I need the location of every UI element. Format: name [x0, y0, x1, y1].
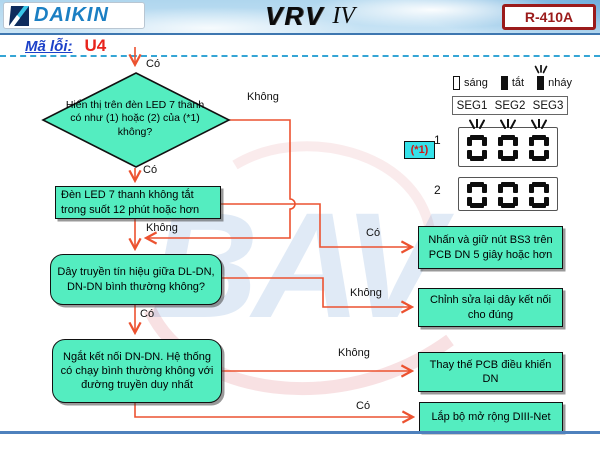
seven-segment-display-2	[458, 177, 558, 211]
process1-box: Đèn LED 7 thanh không tắt trong suốt 12 …	[55, 186, 221, 219]
seven-segment-digit	[498, 182, 518, 208]
edge-label-decision1-yes: Có	[143, 164, 158, 176]
action-bs3-box: Nhấn và giữ nút BS3 trên PCB DN 5 giây h…	[418, 226, 563, 269]
seven-segment-digit	[467, 135, 487, 161]
product-name: VRV	[264, 0, 325, 31]
blink-rays-icon	[534, 65, 548, 74]
segment-off-icon	[500, 76, 508, 90]
legend-label: nháy	[548, 77, 572, 89]
segment-header-box: SEG1 SEG2 SEG3	[452, 96, 568, 115]
edge-label-decision2-yes: Có	[140, 308, 155, 320]
legend-item-lit: sáng	[453, 76, 488, 90]
action-diii-net-box: Lắp bộ mở rộng DIII-Net	[419, 402, 563, 432]
bottom-divider	[0, 431, 600, 434]
edge-label-decision2-no: Không	[350, 287, 382, 299]
seven-segment-digit	[498, 135, 518, 161]
legend-label: tắt	[511, 77, 525, 89]
segment-blink-icon	[537, 76, 545, 90]
error-code-row: Mã lỗi: U4	[25, 36, 106, 56]
edge-label-decision1-no: Không	[247, 91, 279, 103]
edge-label-process1-yes: Có	[366, 227, 381, 239]
seven-segment-digit	[467, 182, 487, 208]
product-generation: IV	[332, 2, 356, 29]
seg2-label: SEG2	[494, 99, 526, 112]
edge-decision3-yes	[134, 403, 416, 424]
daikin-logo: DAIKIN	[3, 2, 145, 29]
seven-segment-digit	[529, 135, 549, 161]
action-replace-pcb-box: Thay thế PCB điều khiển DN	[418, 352, 563, 392]
dashed-divider	[0, 55, 600, 57]
error-code-value: U4	[84, 36, 107, 55]
decision1-diamond	[41, 72, 231, 168]
edge-process1-yes	[221, 203, 415, 254]
display2-label: 2	[434, 183, 441, 197]
edge-label-start-yes: Có	[146, 58, 161, 70]
legend: sáng tắt nháy	[453, 65, 572, 90]
decision3-box: Ngắt kết nối DN-DN. Hệ thống có chạy bìn…	[52, 339, 222, 403]
edge-label-decision3-no: Không	[338, 347, 370, 359]
product-logo: VRV IV	[225, 1, 395, 31]
seg1-label: SEG1	[456, 99, 488, 112]
seven-segment-display-1	[458, 127, 558, 167]
display1-label: 1	[434, 133, 441, 147]
edge-label-process1-no: Không	[146, 222, 178, 234]
decision1-text: Hiển thị trên đèn LED 7 thanh có như (1)…	[65, 98, 205, 138]
note-ref-badge: (*1)	[404, 141, 435, 159]
decision2-box: Dây truyền tín hiệu giữa DL-DN, DN-DN bì…	[50, 254, 222, 305]
legend-item-off: tắt	[500, 76, 525, 90]
legend-item-blink: nháy	[534, 65, 572, 90]
error-code-label: Mã lỗi:	[25, 38, 73, 55]
legend-label: sáng	[464, 77, 488, 89]
daikin-logo-mark-icon	[9, 5, 29, 26]
edge-label-decision3-yes: Có	[356, 400, 371, 412]
seven-segment-digit	[529, 182, 549, 208]
segment-lit-icon	[453, 76, 460, 90]
seg3-label: SEG3	[532, 99, 564, 112]
refrigerant-badge: R-410A	[502, 4, 596, 30]
brand-name: DAIKIN	[34, 4, 109, 26]
action-fix-wiring-box: Chỉnh sửa lại dây kết nối cho đúng	[418, 288, 563, 327]
edge-decision2-no	[222, 277, 415, 314]
